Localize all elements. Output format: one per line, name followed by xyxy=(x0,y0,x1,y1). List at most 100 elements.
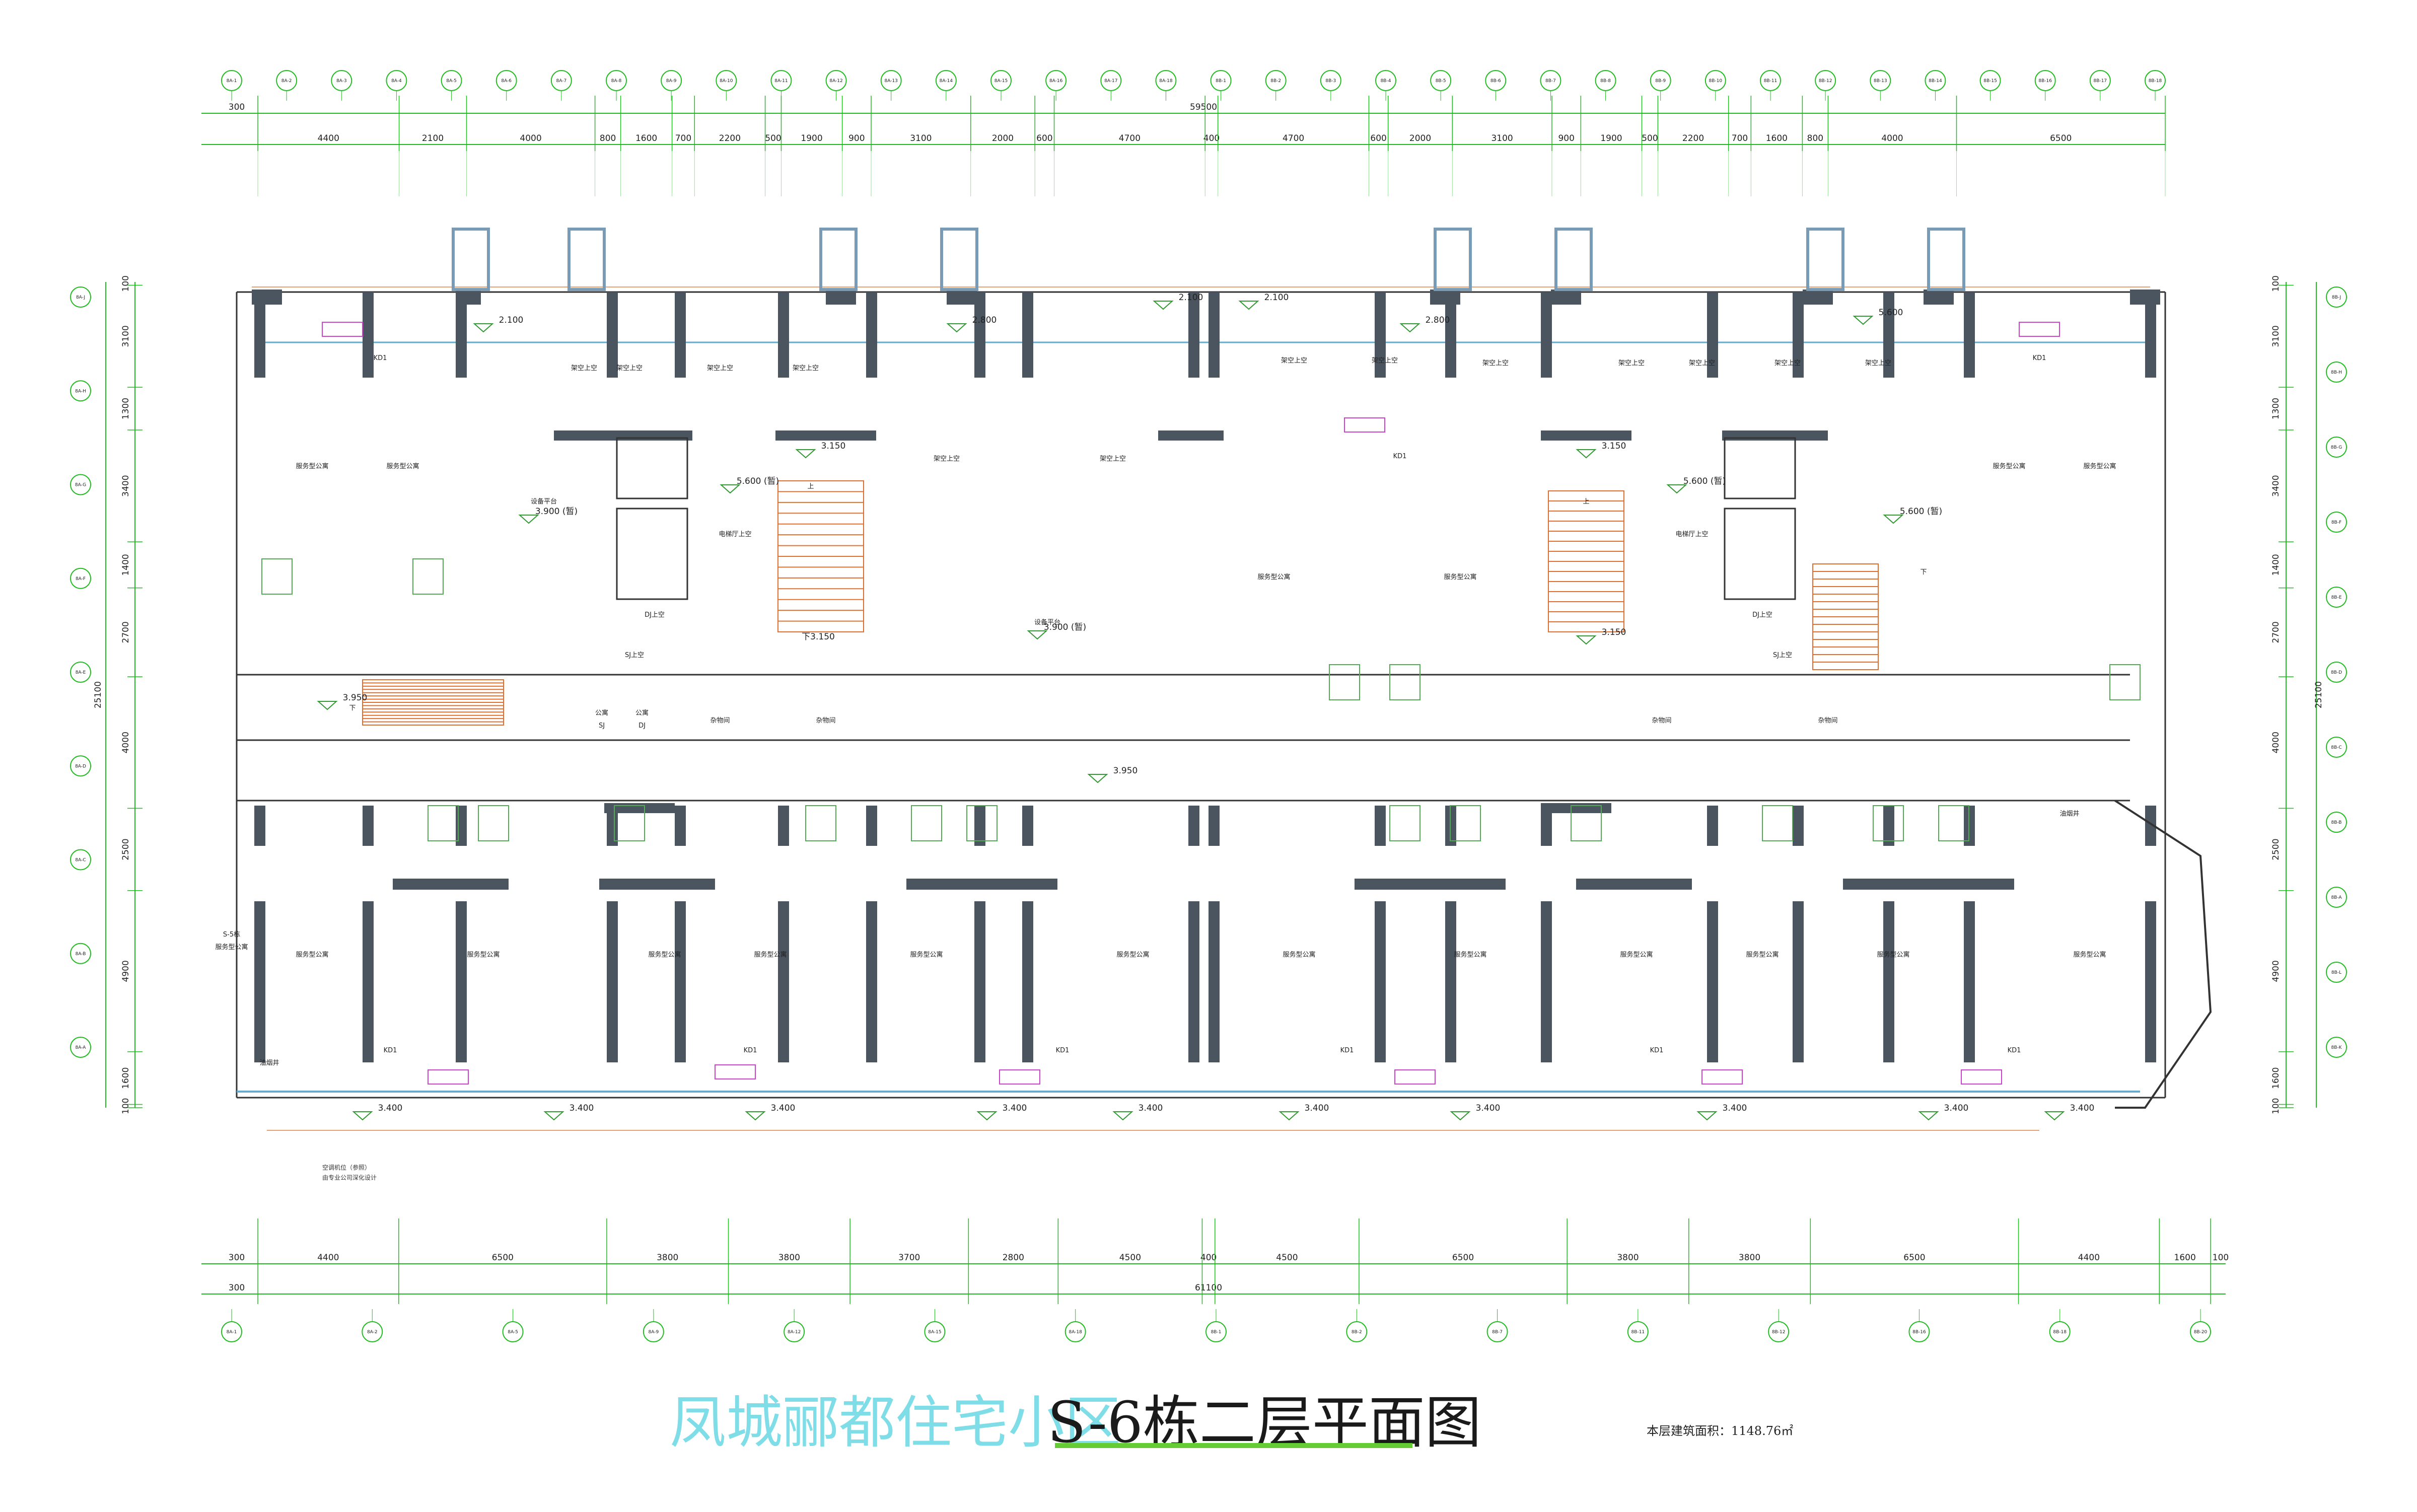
right-axis-bubble-8 xyxy=(2326,887,2347,908)
room-hollow-2: 架空上空 xyxy=(707,365,733,372)
top-axis-label-22: 8B-5 xyxy=(1436,79,1446,84)
bottom-axis-label-6: 8A-18 xyxy=(1069,1330,1083,1335)
level-3400-8: 3.400 xyxy=(1944,1103,1969,1113)
right-dim-10: 100 xyxy=(2271,1098,2281,1114)
level-2800-a-mark xyxy=(946,323,967,333)
bottom-axis-bubble-13 xyxy=(2049,1321,2071,1342)
room-service-apt-10: 服务型公寓 xyxy=(1620,951,1653,959)
room-hollow-9: 架空上空 xyxy=(1618,359,1645,367)
right-axis-bubble-10 xyxy=(2326,1037,2347,1058)
stair-right xyxy=(1548,490,1624,632)
top-axis-label-7: 8A-8 xyxy=(611,79,622,84)
left-dim-1: 3100 xyxy=(121,325,131,347)
column-mid-0 xyxy=(254,806,265,846)
top-dim-15: 4700 xyxy=(1283,133,1304,143)
column-mid-7 xyxy=(974,806,985,846)
column-bottom-16 xyxy=(1883,901,1894,1062)
left-axis-label-0: 8A-J xyxy=(76,295,85,300)
top-axis-label-18: 8B-1 xyxy=(1216,79,1226,84)
stair-down-left: 下 xyxy=(349,704,356,712)
top-axis-label-15: 8A-16 xyxy=(1049,79,1063,84)
bottom-axis-bubble-5 xyxy=(924,1321,946,1342)
bottom-axis-bubble-2 xyxy=(502,1321,524,1342)
wall-block-3 xyxy=(947,290,977,305)
room-service-apt-6: 服务型公寓 xyxy=(910,951,943,959)
column-bottom-12 xyxy=(1445,901,1456,1062)
top-axis-label-25: 8B-8 xyxy=(1600,79,1611,84)
wall-block-15 xyxy=(599,879,715,890)
level-3150-b-mark xyxy=(1576,449,1597,459)
top-dim-19: 900 xyxy=(1558,133,1574,143)
bottom-axis-bubble-6 xyxy=(1064,1321,1086,1342)
column-top-5 xyxy=(778,292,789,378)
room-hollow-11: 架空上空 xyxy=(1774,359,1801,367)
left-axis-label-7: 8A-B xyxy=(76,952,86,957)
column-mid-3 xyxy=(607,806,618,846)
room-service-apt-3: 服务型公寓 xyxy=(467,951,500,959)
bottom-dim-12: 6500 xyxy=(1903,1253,1925,1263)
column-bottom-18 xyxy=(2145,901,2156,1062)
level-3150-a: 3.150 xyxy=(821,441,846,451)
level-3400-1: 3.400 xyxy=(570,1103,594,1113)
level-2100-a-mark xyxy=(473,323,494,333)
bottom-axis-bubble-3 xyxy=(643,1321,664,1342)
top-dim-25: 800 xyxy=(1807,133,1823,143)
column-top-9 xyxy=(1188,292,1199,378)
bottom-total-dim: 61100 xyxy=(1195,1283,1222,1293)
top-axis-label-28: 8B-11 xyxy=(1764,79,1778,84)
top-axis-label-26: 8B-9 xyxy=(1655,79,1666,84)
column-mid-11 xyxy=(1375,806,1386,846)
room-hollow-10: 架空上空 xyxy=(1689,359,1715,367)
room-service-apt-12: 服务型公寓 xyxy=(1877,951,1909,959)
note-design: 由专业公司深化设计 xyxy=(322,1174,377,1181)
bottom-dim-6: 4500 xyxy=(1119,1253,1141,1263)
bottom-dim-0: 4400 xyxy=(317,1253,339,1263)
stair-up-left: 上 xyxy=(807,483,814,490)
right-axis-bubble-6 xyxy=(2326,737,2347,758)
right-axis-label-0: 8B-J xyxy=(2332,295,2341,300)
right-axis-bubble-0 xyxy=(2326,286,2347,308)
ac-unit-5 xyxy=(999,1069,1040,1085)
column-bottom-10 xyxy=(1208,901,1220,1062)
room-elevator-hall-right: 电梯厅上空 xyxy=(1675,531,1708,538)
bath-fixture-0 xyxy=(261,558,293,595)
column-top-13 xyxy=(1541,292,1552,378)
note-aircon: 空调机位（参照） xyxy=(322,1164,371,1171)
room-hollow-3: 架空上空 xyxy=(793,365,819,372)
bottom-axis-bubble-10 xyxy=(1627,1321,1649,1342)
column-bottom-11 xyxy=(1375,901,1386,1062)
top-dim-20: 1900 xyxy=(1600,133,1622,143)
room-kd1-0: KD1 xyxy=(374,354,387,362)
top-axis-label-4: 8A-5 xyxy=(446,79,457,84)
room-kd1-2: KD1 xyxy=(1393,453,1407,460)
column-bottom-17 xyxy=(1964,901,1975,1062)
top-axis-label-12: 8A-13 xyxy=(885,79,898,84)
top-axis-label-5: 8A-6 xyxy=(501,79,512,84)
wall-block-8 xyxy=(2130,290,2160,305)
top-dim-4: 1600 xyxy=(635,133,657,143)
column-top-10 xyxy=(1208,292,1220,378)
top-axis-label-20: 8B-3 xyxy=(1325,79,1336,84)
level-3400-0: 3.400 xyxy=(378,1103,403,1113)
top-dim-7: 500 xyxy=(765,133,781,143)
left-dim-4: 1400 xyxy=(121,554,131,575)
right-axis-label-4: 8B-E xyxy=(2331,595,2342,600)
window-frame-3 xyxy=(940,228,978,291)
left-axis-bubble-7 xyxy=(70,943,91,964)
top-axis-label-10: 8A-11 xyxy=(774,79,788,84)
elevator-0 xyxy=(616,437,688,499)
level-2800-b-mark xyxy=(1399,323,1420,333)
right-dim-5: 2700 xyxy=(2271,621,2281,643)
bath-fixture-15 xyxy=(1938,805,1969,841)
bottom-dim-3: 3800 xyxy=(778,1253,800,1263)
wall-block-9 xyxy=(554,430,692,441)
bottom-end-dim: 100 xyxy=(2213,1253,2229,1263)
room-service-apt-4: 服务型公寓 xyxy=(648,951,681,959)
bottom-axis-label-1: 8A-2 xyxy=(367,1330,378,1335)
top-axis-label-29: 8B-12 xyxy=(1819,79,1832,84)
top-dim-0: 4400 xyxy=(318,133,339,143)
room-fire-left: 油烟井 xyxy=(259,1059,279,1067)
column-mid-8 xyxy=(1022,806,1033,846)
room-service-apt-14: 服务型公寓 xyxy=(1257,573,1290,581)
top-axis-label-11: 8A-12 xyxy=(829,79,842,84)
